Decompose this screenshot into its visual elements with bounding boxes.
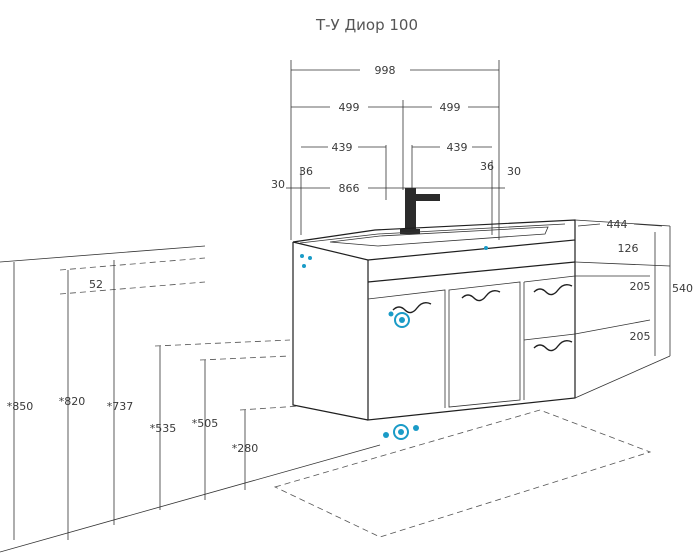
basin-rim: [299, 223, 566, 244]
handle-left-door: [392, 301, 432, 314]
top-bottom-edge: [367, 261, 576, 283]
label-439-right: 439: [447, 141, 468, 154]
drawer-top-line: [523, 275, 576, 283]
faucet-body: [405, 188, 416, 232]
basin-bowl: [329, 226, 549, 247]
floor-footprint: [273, 409, 652, 538]
faucet-base: [400, 229, 420, 234]
wall-dash-1: [59, 257, 206, 271]
label-866: 866: [339, 182, 360, 195]
label-820: *820: [59, 395, 86, 408]
handle-middle-door: [461, 289, 501, 302]
cabinet: [292, 262, 576, 440]
wall-dash-505: [199, 355, 291, 361]
label-280: *280: [232, 442, 259, 455]
ext-bottom-right: [574, 355, 671, 399]
label-998: 998: [375, 64, 396, 77]
middle-door: [448, 281, 521, 408]
faucet: [400, 188, 440, 234]
label-499-right: 499: [440, 101, 461, 114]
dim-444-l: [577, 223, 601, 227]
label-36-left: 36: [299, 165, 313, 178]
ext-126: [574, 261, 671, 267]
label-439-left: 439: [332, 141, 353, 154]
fixing-dot-bottom-left: [383, 432, 389, 438]
fixing-ring-front: [394, 312, 410, 328]
wall-dash-2: [59, 281, 206, 295]
anchor-dot-3: [302, 264, 306, 268]
drawer-split: [523, 333, 576, 341]
label-205-upper: 205: [630, 280, 651, 293]
wall-dimensions: 52 *850 *820 *737 *535 *505 *280: [0, 245, 301, 540]
floor-line: [0, 444, 381, 553]
label-444: 444: [607, 218, 628, 231]
fixing-dot-bottom-right: [413, 425, 419, 431]
cabinet-front: [367, 262, 576, 421]
label-850: *850: [7, 400, 34, 413]
drawing-title: Т-У Диор 100: [315, 16, 418, 34]
top-dimensions: 998 499 499 439 439 30 36 866 36 30: [271, 60, 521, 240]
ext-lower-drawer: [574, 319, 651, 335]
wall-dash-535: [154, 339, 291, 347]
anchor-dot-4: [484, 246, 488, 250]
label-737: *737: [107, 400, 134, 413]
faucet-spout: [412, 194, 440, 201]
handle-lower-drawer: [533, 339, 573, 352]
floor: [0, 409, 652, 553]
label-205-lower: 205: [630, 330, 651, 343]
fixing-center-front: [399, 317, 405, 323]
label-540: 540: [672, 282, 693, 295]
wall-line-top: [0, 245, 206, 263]
cabinet-side: [292, 262, 369, 421]
label-52: 52: [89, 278, 103, 291]
label-505: *505: [192, 417, 219, 430]
label-36-right: 36: [480, 160, 494, 173]
left-door: [367, 289, 446, 408]
anchor-dot-2: [308, 256, 312, 260]
label-30-right: 30: [507, 165, 521, 178]
fixing-dot-front: [388, 311, 394, 317]
handle-upper-drawer: [533, 283, 573, 296]
dim-444-r: [633, 223, 663, 227]
label-535: *535: [150, 422, 177, 435]
fixing-ring-bottom: [393, 424, 409, 440]
right-dimensions: 444 126 205 205 540: [574, 218, 693, 399]
label-126: 126: [618, 242, 639, 255]
wall-dash-280: [239, 405, 301, 411]
label-499-left: 499: [339, 101, 360, 114]
ext-top-right: [574, 219, 671, 227]
anchor-dot-1: [300, 254, 304, 258]
basin-outline: [292, 219, 576, 261]
fixing-center-bottom: [398, 429, 404, 435]
label-30-left: 30: [271, 178, 285, 191]
basin-top: [292, 219, 576, 283]
